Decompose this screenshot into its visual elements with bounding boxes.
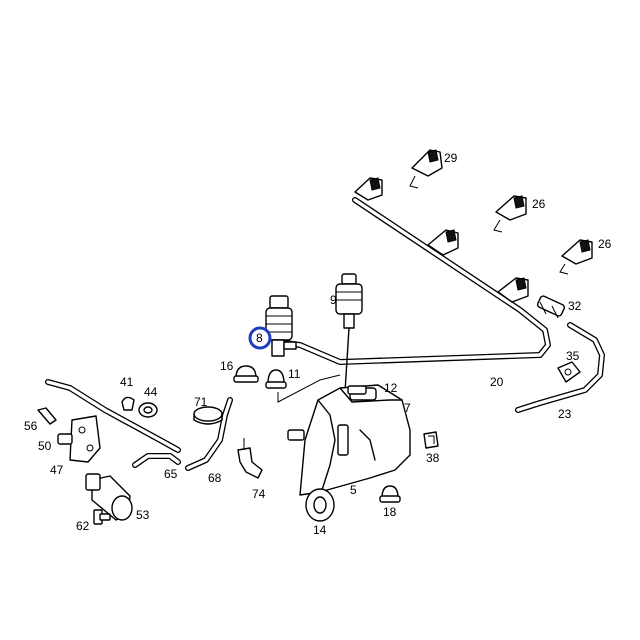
clip-35 <box>557 361 581 383</box>
callout-62: 62 <box>76 519 90 533</box>
nozzle-26-upper <box>493 195 527 233</box>
callout-9: 9 <box>330 293 337 307</box>
callout-29: 29 <box>444 151 458 165</box>
connector-32 <box>536 295 566 319</box>
callout-50: 50 <box>38 439 52 453</box>
callout-44: 44 <box>144 385 158 399</box>
pump-9 <box>335 273 363 441</box>
callout-74: 74 <box>252 487 266 501</box>
nozzle-26-lower <box>559 239 593 275</box>
hose-65 <box>132 453 181 468</box>
callout-5: 5 <box>350 483 357 497</box>
hose-23 <box>515 322 605 413</box>
callout-38: 38 <box>426 451 440 465</box>
grommet-16 <box>233 365 259 383</box>
clip-41 <box>121 396 135 411</box>
hose-68 <box>185 397 233 471</box>
callout-23: 23 <box>558 407 572 421</box>
part-50 <box>57 433 73 445</box>
highlight-ring <box>248 326 272 350</box>
callout-26-upper: 26 <box>532 197 546 211</box>
nozzle-feed-hose <box>282 197 551 365</box>
plug-18 <box>379 485 401 503</box>
washer-reservoir <box>287 384 411 496</box>
callout-41: 41 <box>120 375 134 389</box>
nozzle-middle <box>427 229 459 256</box>
highlighted-callout-8[interactable]: 8 <box>248 326 272 350</box>
nozzle-29 <box>409 149 443 189</box>
callout-12: 12 <box>384 381 398 395</box>
part-56 <box>37 407 57 425</box>
callout-11: 11 <box>288 367 301 381</box>
callout-35: 35 <box>566 349 580 363</box>
callout-18: 18 <box>383 505 397 519</box>
nozzle-upper-left <box>354 177 383 201</box>
filler-cap-14 <box>305 488 335 522</box>
callout-53: 53 <box>136 508 150 522</box>
callout-labels: 29 26 26 32 35 20 23 9 16 11 12 7 41 44 … <box>24 151 612 537</box>
bracket-74 <box>237 438 263 479</box>
callout-47: 47 <box>50 463 64 477</box>
callout-68: 68 <box>208 471 222 485</box>
callout-56: 56 <box>24 419 38 433</box>
callout-71: 71 <box>194 395 208 409</box>
cover-71 <box>193 406 223 425</box>
callout-26-lower: 26 <box>598 237 612 251</box>
nozzle-lower <box>497 277 529 303</box>
clip-38 <box>423 431 439 449</box>
pump-8 <box>265 295 297 357</box>
leader-bracket <box>277 374 341 403</box>
callout-65: 65 <box>164 467 178 481</box>
screw-62 <box>93 509 111 525</box>
callout-8: 8 <box>256 331 263 345</box>
callout-16: 16 <box>220 359 234 373</box>
callout-32: 32 <box>568 299 582 313</box>
callout-20: 20 <box>490 375 504 389</box>
grommet-11 <box>265 369 287 389</box>
screw-12 <box>347 385 367 395</box>
callout-7: 7 <box>404 401 411 415</box>
grommet-44 <box>138 402 158 418</box>
bracket-47 <box>69 415 101 463</box>
pump-53 <box>85 473 133 521</box>
callout-14: 14 <box>313 523 327 537</box>
hose-left-long <box>45 379 181 453</box>
